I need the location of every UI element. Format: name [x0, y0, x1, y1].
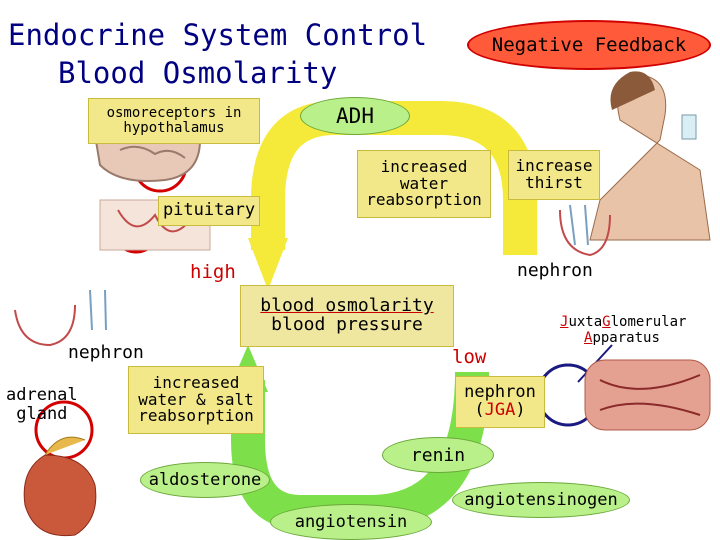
blood-pressure-label: blood pressure [271, 314, 423, 335]
jga-illustration [584, 359, 711, 431]
high-label: high [190, 261, 236, 283]
salt-line2: water & salt [138, 389, 254, 409]
increased-water-salt-box: increased water & salt reabsorption [128, 366, 264, 434]
salt-line3: reabsorption [138, 406, 254, 426]
jga-nephron-label: nephron [464, 382, 536, 403]
nephron-right-label: nephron [517, 260, 593, 281]
adh-pill: ADH [300, 97, 410, 135]
angiotensin-label: angiotensin [294, 512, 408, 532]
jga-g: G [602, 314, 611, 330]
negative-feedback-badge: Negative Feedback [467, 20, 711, 70]
aldosterone-pill: aldosterone [140, 462, 270, 498]
osmoreceptors-line1: osmoreceptors in [106, 105, 242, 122]
blood-osmolarity-label: blood osmolarity [260, 295, 434, 317]
kidney-illustration [23, 436, 97, 537]
nephron-left-label: nephron [68, 342, 144, 363]
jga-full-name: JuxtaGlomerular Apparatus [560, 314, 686, 346]
renin-pill: renin [382, 437, 494, 473]
adrenal-line1: adrenal [6, 385, 78, 405]
osmoreceptors-line2: hypothalamus [123, 120, 225, 136]
jga-a: A [584, 330, 593, 347]
nephron-right-illustration [559, 204, 611, 257]
renin-label: renin [410, 444, 466, 466]
nephron-jga-box: nephron (JGA) [455, 376, 545, 428]
aldosterone-label: aldosterone [148, 470, 262, 490]
salt-line1: increased [152, 372, 240, 392]
pituitary-text: pituitary [162, 200, 256, 221]
adrenal-gland-label: adrenal gland [6, 386, 78, 423]
osmoreceptors-label: osmoreceptors in hypothalamus [88, 98, 260, 144]
adrenal-line2: gland [16, 403, 68, 424]
nephron-left-illustration [14, 289, 107, 347]
jga-lomerular: lomerular [610, 314, 687, 330]
thirst-line1: increase [515, 156, 593, 176]
pituitary-label: pituitary [158, 196, 260, 226]
jga-j: J [560, 314, 569, 330]
increase-thirst-box: increase thirst [508, 150, 600, 200]
jga-abbrev-line: (JGA) [474, 400, 526, 420]
angiotensinogen-pill: angiotensinogen [452, 482, 630, 518]
low-label: low [452, 346, 487, 368]
increased-water-line2: water [399, 173, 449, 193]
woman-drinking-illustration [589, 71, 711, 241]
upper-arrowhead [248, 238, 288, 290]
increased-water-line3: reabsorption [366, 190, 482, 210]
blood-osmolarity-pressure-box: blood osmolarity blood pressure [240, 285, 454, 347]
increased-water-reabsorption-box: increased water reabsorption [357, 150, 491, 218]
jga-paren-close: ) [515, 400, 526, 420]
thirst-line2: thirst [525, 173, 583, 192]
jga-abbrev: JGA [484, 400, 516, 420]
badge-label: Negative Feedback [491, 34, 687, 56]
page-subtitle: Blood Osmolarity [58, 56, 338, 90]
jga-pparatus: pparatus [592, 330, 660, 347]
jga-paren-open: ( [474, 400, 485, 420]
adh-label: ADH [336, 104, 374, 128]
jga-uxta: uxta [568, 314, 603, 330]
page-title: Endocrine System Control [8, 18, 428, 52]
angiotensinogen-label: angiotensinogen [464, 490, 618, 510]
increased-water-line1: increased [380, 156, 468, 176]
angiotensin-pill: angiotensin [270, 504, 432, 540]
